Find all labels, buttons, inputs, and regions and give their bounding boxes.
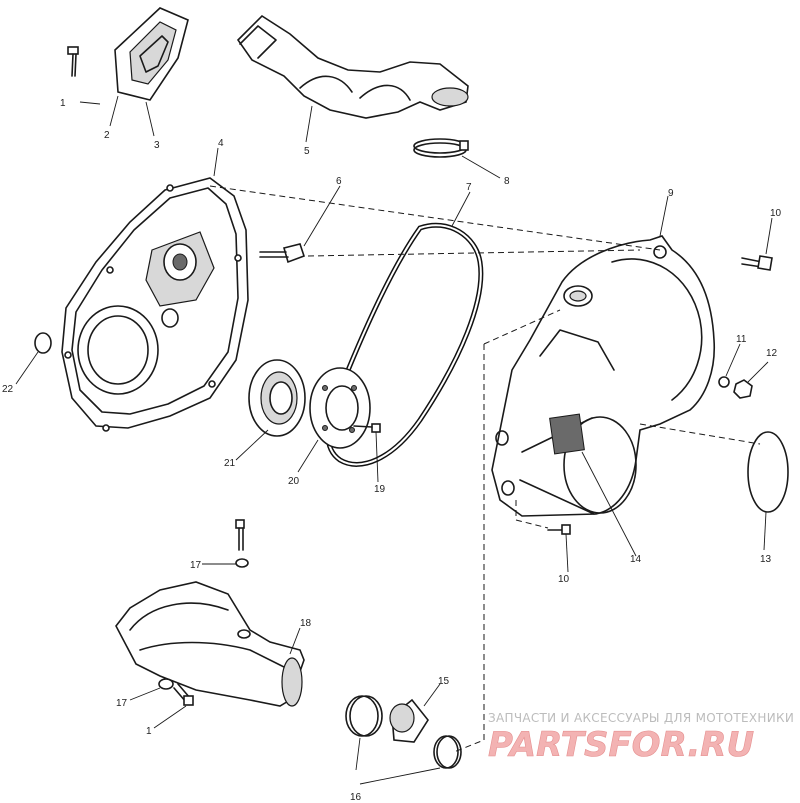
watermark-tagline: ЗАПЧАСТИ И АКСЕССУАРЫ ДЛЯ МОТОТЕХНИКИ	[488, 711, 794, 725]
callout-22: 22	[2, 384, 14, 395]
inner-clutch-cover-4	[61, 177, 249, 432]
washer-11	[718, 376, 730, 388]
callout-17-bottom: 17	[116, 698, 128, 709]
callout-6: 6	[336, 176, 342, 187]
seal-21	[248, 359, 306, 437]
screw-10-bottom	[547, 524, 571, 535]
callout-18: 18	[300, 618, 312, 629]
clamp-8	[413, 138, 469, 158]
assembly-lines	[15, 95, 773, 785]
callout-12: 12	[766, 348, 778, 359]
washer-17-top	[235, 558, 249, 568]
callout-20: 20	[288, 476, 300, 487]
callout-17-top: 17	[190, 560, 202, 571]
callout-8: 8	[504, 176, 510, 187]
callout-2: 2	[104, 130, 110, 141]
bolt-upper-18	[235, 519, 245, 551]
callout-13: 13	[760, 554, 772, 565]
nut-12	[733, 379, 753, 399]
callout-21: 21	[224, 458, 236, 469]
callout-4: 4	[218, 138, 224, 149]
lower-duct-18	[115, 581, 305, 707]
washer-17-bottom	[158, 678, 174, 690]
watermark-brand: PARTSFOR.RU	[488, 725, 754, 765]
callout-5: 5	[304, 146, 310, 157]
callout-14: 14	[630, 554, 642, 565]
intake-boot-2	[114, 7, 189, 101]
callout-9: 9	[668, 188, 674, 199]
outer-clutch-cover-9	[491, 235, 716, 517]
disc-13	[747, 431, 789, 513]
callout-15: 15	[438, 676, 450, 687]
callout-1-top: 1	[60, 98, 66, 109]
callout-10-top: 10	[770, 208, 782, 219]
screw-10-top	[741, 255, 773, 271]
clamp-16-right	[433, 735, 462, 769]
callout-11: 11	[736, 334, 747, 345]
bolt-1-bottom	[173, 683, 194, 706]
callout-7: 7	[466, 182, 472, 193]
bolt-6	[259, 243, 306, 264]
bolt-1-top	[67, 46, 79, 77]
callout-10-bottom: 10	[558, 574, 570, 585]
callout-3: 3	[154, 140, 160, 151]
callout-19: 19	[374, 484, 386, 495]
clamp-16-left	[345, 695, 383, 737]
callout-16: 16	[350, 792, 362, 803]
plate-20	[309, 367, 371, 449]
sleeve-15	[389, 698, 429, 743]
intake-duct-5	[236, 14, 469, 119]
callout-1-bottom: 1	[146, 726, 152, 737]
plug-22	[34, 332, 52, 354]
